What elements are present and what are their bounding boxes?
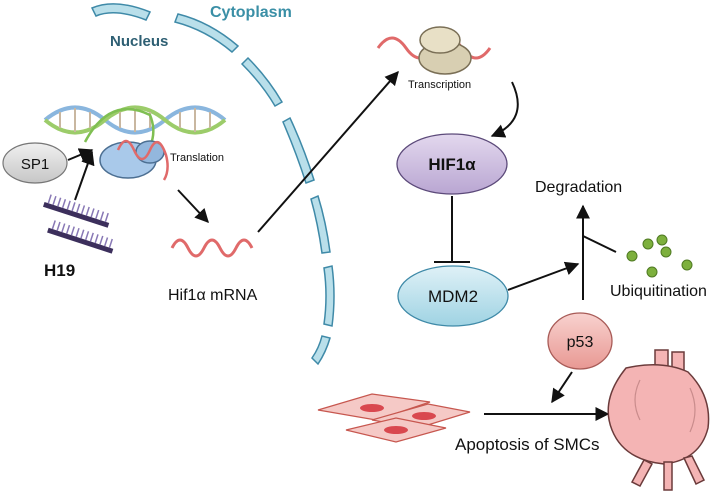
nucleus-label: Nucleus bbox=[110, 33, 168, 50]
hif1a-node: HIF1α bbox=[396, 133, 508, 195]
mdm2-node: MDM2 bbox=[397, 265, 509, 327]
mdm2-label: MDM2 bbox=[428, 287, 478, 306]
smc-cells-icon bbox=[317, 393, 471, 443]
nuclear-membrane bbox=[90, 3, 335, 366]
mrna-strand-icon bbox=[170, 238, 254, 258]
h19-strands-icon bbox=[42, 194, 114, 254]
translation-to-mrna-arrow bbox=[177, 189, 209, 224]
sp1-to-translation-arrow bbox=[67, 148, 94, 162]
ribosome-icon bbox=[99, 139, 169, 181]
mrna-export-arrow bbox=[257, 70, 399, 233]
cytoplasm-ribosome-icon bbox=[376, 26, 492, 75]
ubiquitin-branch bbox=[582, 235, 617, 253]
p53-label: p53 bbox=[567, 334, 594, 351]
ubiquitination-label: Ubiquitination bbox=[610, 283, 707, 300]
transcription-label: Transcription bbox=[408, 79, 471, 91]
transcription-to-hif1a-arrow bbox=[490, 81, 519, 138]
mrna-label: Hif1α mRNA bbox=[168, 287, 258, 304]
h19-label: H19 bbox=[44, 261, 75, 280]
degradation-label: Degradation bbox=[535, 179, 622, 196]
apoptosis-label: Apoptosis of SMCs bbox=[455, 435, 600, 454]
cytoplasm-label: Cytoplasm bbox=[210, 4, 292, 21]
p53-node: p53 bbox=[547, 312, 613, 370]
sp1-node: SP1 bbox=[2, 142, 68, 184]
hif1a-label: HIF1α bbox=[428, 155, 476, 174]
hif1a-inhibits-mdm2 bbox=[434, 196, 470, 263]
translation-label: Translation bbox=[170, 152, 224, 164]
sp1-label: SP1 bbox=[21, 156, 49, 173]
mdm2-to-p53-arrow bbox=[507, 261, 580, 291]
h19-to-translation-arrow bbox=[74, 150, 95, 201]
p53-to-apoptosis-arrow bbox=[551, 371, 573, 404]
ubiquitin-dots-icon bbox=[626, 234, 693, 278]
aorta-aneurysm-icon bbox=[607, 349, 710, 491]
